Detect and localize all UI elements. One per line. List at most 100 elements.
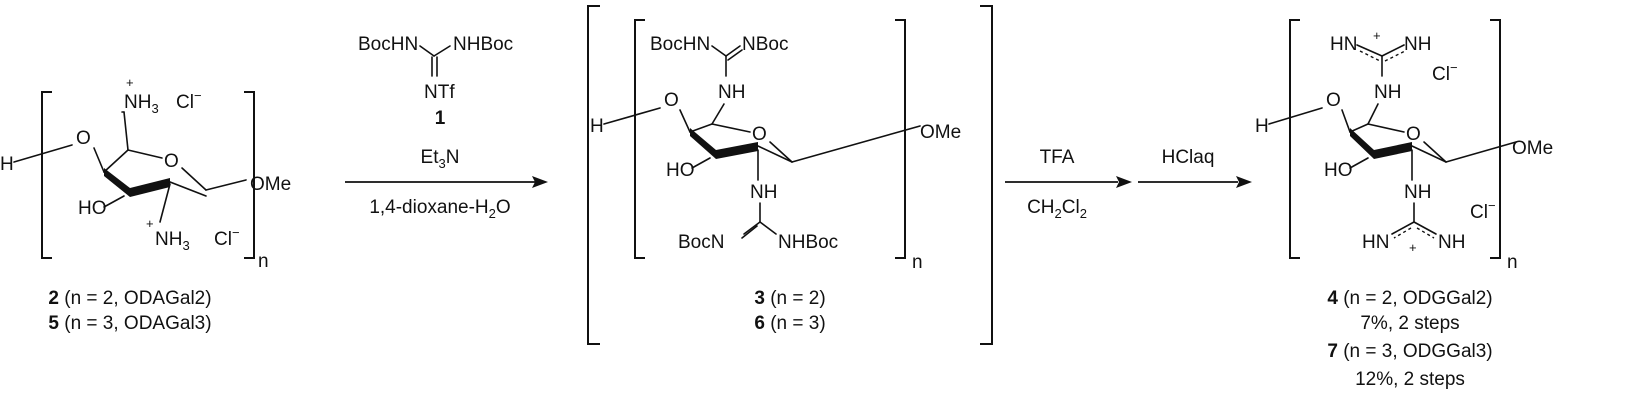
step2-solvent: CH2Cl2 [1027, 197, 1087, 221]
bond [1445, 141, 1517, 163]
reagent-number: 1 [435, 108, 446, 129]
h-terminal: H [1255, 116, 1269, 137]
wedge-bond [1350, 128, 1374, 159]
step1-solvent: 1,4-dioxane-H2O [369, 197, 510, 221]
compound-5-label: 5 (n = 3, ODAGal3) [48, 313, 211, 334]
arrow-head [1116, 176, 1132, 188]
compound-4-label: 4 (n = 2, ODGGal2) [1327, 288, 1492, 309]
hydroxyl-label: HO [1324, 160, 1353, 181]
bond [1367, 103, 1379, 125]
bond [433, 45, 451, 57]
step2-reagent: TFA [1040, 147, 1075, 168]
bond [1268, 107, 1323, 125]
ring-oxygen: O [1406, 124, 1421, 145]
o-glycosidic: O [1326, 90, 1341, 111]
h-terminal: H [0, 154, 14, 175]
delocalized-bond [1384, 50, 1406, 62]
compound-6-label: 6 (n = 3) [754, 313, 825, 334]
nh-label: NH [1374, 82, 1401, 103]
delocalized-bond [1393, 227, 1412, 239]
bond [689, 123, 713, 133]
arrow-head [1236, 176, 1252, 188]
bond [1349, 123, 1369, 133]
wedge-bond [130, 178, 170, 197]
hn-label: HN [1330, 34, 1357, 55]
repeat-n: n [258, 251, 269, 272]
bond [13, 144, 73, 163]
bond [743, 221, 761, 235]
plus-charge: + [1409, 240, 1417, 255]
right-bracket [1490, 19, 1501, 259]
outer-left-bracket [587, 5, 600, 345]
bond [1411, 145, 1447, 163]
nboc-label: NBoc [742, 34, 788, 55]
delocalized-bond [1359, 50, 1381, 62]
wedge-bond [1374, 142, 1412, 159]
bond [1367, 123, 1405, 133]
bond [1423, 141, 1447, 163]
bond [159, 183, 171, 223]
o-glycosidic: O [664, 90, 679, 111]
compound-7-yield: 12%, 2 steps [1355, 369, 1465, 390]
bochn-label: BocHN [650, 34, 710, 55]
compound-2-label: 2 (n = 2, ODAGal2) [48, 288, 211, 309]
nh-label: NH [718, 82, 745, 103]
plus-charge: + [1373, 28, 1381, 43]
bond [1349, 157, 1369, 169]
outer-right-bracket [980, 5, 993, 345]
bond [757, 145, 793, 163]
compound-7-label: 7 (n = 3, ODGGal3) [1327, 341, 1492, 362]
compound-product-structure: n HN + NH NH Cl− H O O OMe HO NH Cl− [1255, 19, 1553, 273]
bond [103, 195, 125, 208]
repeat-n: n [912, 252, 923, 273]
bond [759, 221, 777, 235]
left-bracket [41, 91, 52, 259]
h-terminal: H [590, 116, 604, 137]
bond [1341, 109, 1351, 133]
reagent-bochn-label: BocHN [358, 34, 418, 55]
plus-charge: + [126, 75, 134, 90]
compound-intermediate-structure: n BocHN NBoc NH H O O OMe HO NH [587, 5, 993, 345]
wedge-bond [716, 142, 758, 159]
compound-4-yield: 7%, 2 steps [1360, 313, 1459, 334]
nh-label: NH [1404, 182, 1431, 203]
wedge-bond [104, 168, 130, 197]
chloride-label: Cl− [176, 88, 202, 113]
arrow-head [532, 176, 548, 188]
methoxy-label: OMe [920, 122, 961, 143]
reagent-1-structure: BocHN NHBoc NTf 1 [358, 34, 513, 129]
hn-label: HN [1362, 232, 1389, 253]
bond [127, 149, 163, 159]
bond [123, 111, 129, 151]
ring-oxygen: O [164, 151, 179, 172]
compound-start-structure: n H O O OMe + NH3 Cl− HO + NH3 Cl− [0, 75, 291, 272]
nh-label: NH [750, 182, 777, 203]
bond [769, 141, 793, 163]
inner-right-bracket [895, 19, 906, 259]
bond [691, 157, 711, 169]
bond [711, 123, 751, 133]
wedge-bond [690, 128, 716, 159]
methoxy-label: OMe [1512, 138, 1553, 159]
bond [93, 147, 105, 173]
step3-reagent: HClaq [1162, 147, 1215, 168]
bond [791, 125, 921, 163]
nhboc-label: NHBoc [778, 232, 838, 253]
ring-oxygen: O [752, 124, 767, 145]
delocalized-bond [1416, 227, 1435, 239]
hydroxyl-label: HO [666, 160, 695, 181]
compound-3-label: 3 (n = 2) [754, 288, 825, 309]
inner-left-bracket [634, 19, 645, 259]
bond [603, 107, 661, 125]
bond [711, 45, 727, 57]
bond [205, 179, 247, 191]
reagent-ntf-label: NTf [424, 82, 455, 103]
bond [181, 167, 207, 191]
chloride-label: Cl− [214, 225, 240, 250]
bond [1413, 221, 1437, 235]
bond [725, 45, 741, 57]
bond [1356, 44, 1383, 57]
chloride-label: Cl− [1470, 198, 1496, 223]
bond [711, 103, 725, 125]
